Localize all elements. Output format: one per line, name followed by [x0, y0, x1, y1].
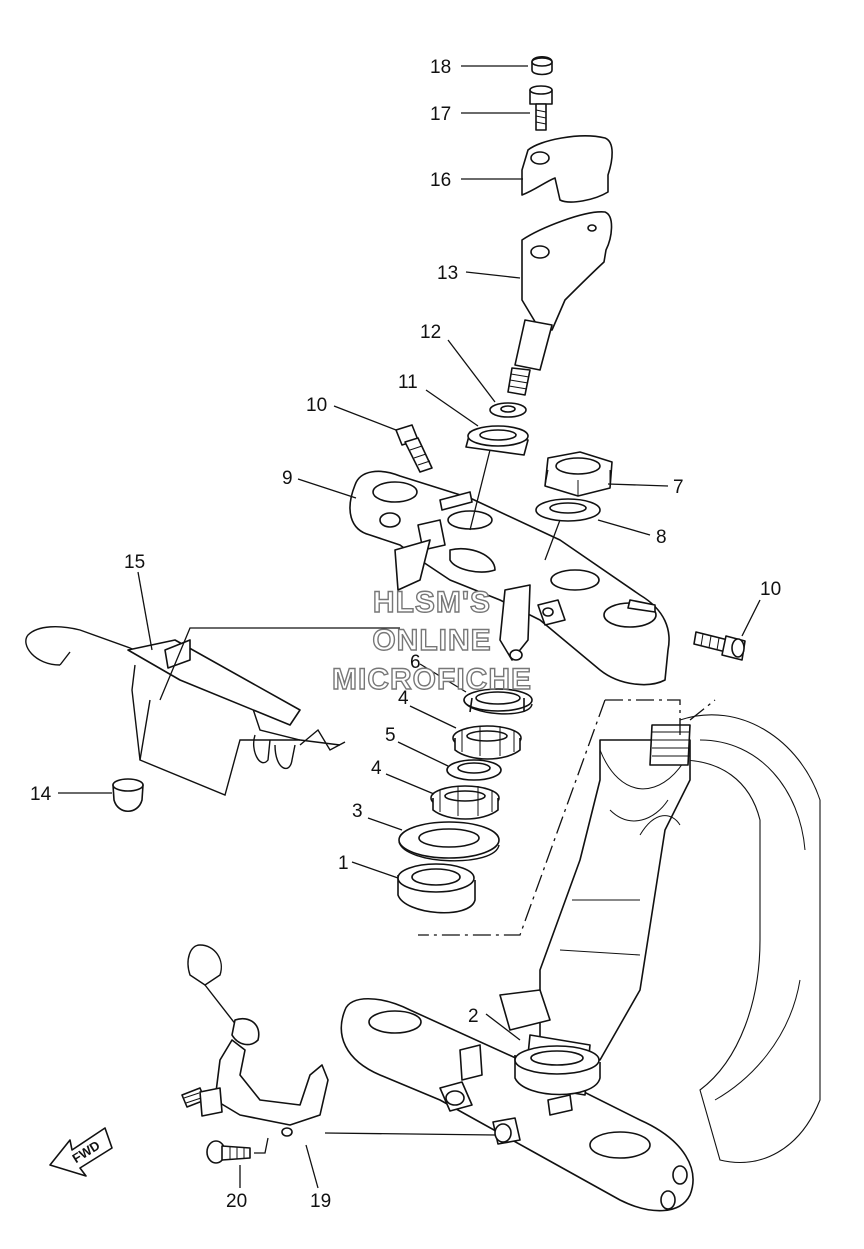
part-6-ring-nut — [463, 688, 533, 715]
part-3-cover — [398, 821, 500, 862]
part-11-cover — [465, 425, 529, 456]
callout-17: 17 — [430, 104, 451, 125]
part-14-cap-nut — [112, 778, 144, 813]
callout-14: 14 — [30, 784, 52, 805]
part-7-nut — [544, 451, 613, 497]
callout-18: 18 — [430, 57, 451, 78]
callout-10-upper: 10 — [306, 395, 327, 416]
watermark-line-1: HLSM'S — [373, 586, 491, 619]
part-2-lower-bearing — [514, 1045, 601, 1096]
callout-3: 3 — [352, 801, 363, 822]
callout-5: 5 — [385, 725, 396, 746]
part-18-cap — [531, 55, 553, 76]
part-17-bolt — [529, 85, 553, 131]
part-19-bracket — [181, 944, 329, 1137]
part-5-washer — [446, 759, 502, 781]
callout-1: 1 — [338, 853, 349, 874]
callout-16: 16 — [430, 170, 451, 191]
part-12-washer — [489, 402, 527, 418]
callout-8: 8 — [656, 527, 667, 548]
callout-7: 7 — [673, 477, 684, 498]
part-16-upper-holder — [521, 135, 613, 203]
callout-20: 20 — [226, 1191, 247, 1212]
watermark-line-3: MICROFICHE — [332, 663, 532, 696]
callout-11: 11 — [398, 372, 418, 393]
part-1-bearing — [397, 863, 476, 914]
callout-15: 15 — [124, 552, 145, 573]
callouts: 18 17 16 13 12 11 10 9 7 8 10 15 6 4 5 4… — [30, 57, 781, 1212]
part-10-bolt-upper — [395, 424, 433, 473]
watermark: HLSM'S ONLINE MICROFICHE — [331, 585, 532, 696]
callout-9: 9 — [282, 468, 293, 489]
callout-10-right: 10 — [760, 579, 781, 600]
callout-12: 12 — [420, 322, 441, 343]
callout-13: 13 — [437, 263, 458, 284]
frame-head-pipe — [539, 714, 821, 1164]
callout-2: 2 — [468, 1006, 479, 1027]
leader-lines — [58, 65, 761, 1189]
callout-4-lower: 4 — [371, 758, 382, 779]
watermark-line-2: ONLINE — [372, 624, 491, 657]
assembly-outline — [418, 699, 681, 936]
fwd-arrow-icon: FWD — [49, 1127, 113, 1177]
under-bracket-nut — [492, 1117, 521, 1145]
under-bracket — [340, 989, 694, 1212]
part-4-castle-nut-lower — [430, 785, 500, 820]
callout-4-upper: 4 — [398, 688, 409, 709]
callout-19: 19 — [310, 1191, 331, 1212]
part-15-cable-guide — [25, 626, 346, 796]
part-8-washer — [535, 498, 601, 522]
part-10-bolt-right — [693, 631, 746, 661]
assembly-outline-2 — [689, 699, 716, 721]
callout-6: 6 — [410, 652, 421, 673]
part-13-handlebar-holder — [507, 211, 613, 396]
part-4-castle-nut-upper — [452, 725, 522, 760]
part-9-upper-bracket — [349, 470, 670, 686]
part-20-bolt — [206, 1137, 269, 1164]
